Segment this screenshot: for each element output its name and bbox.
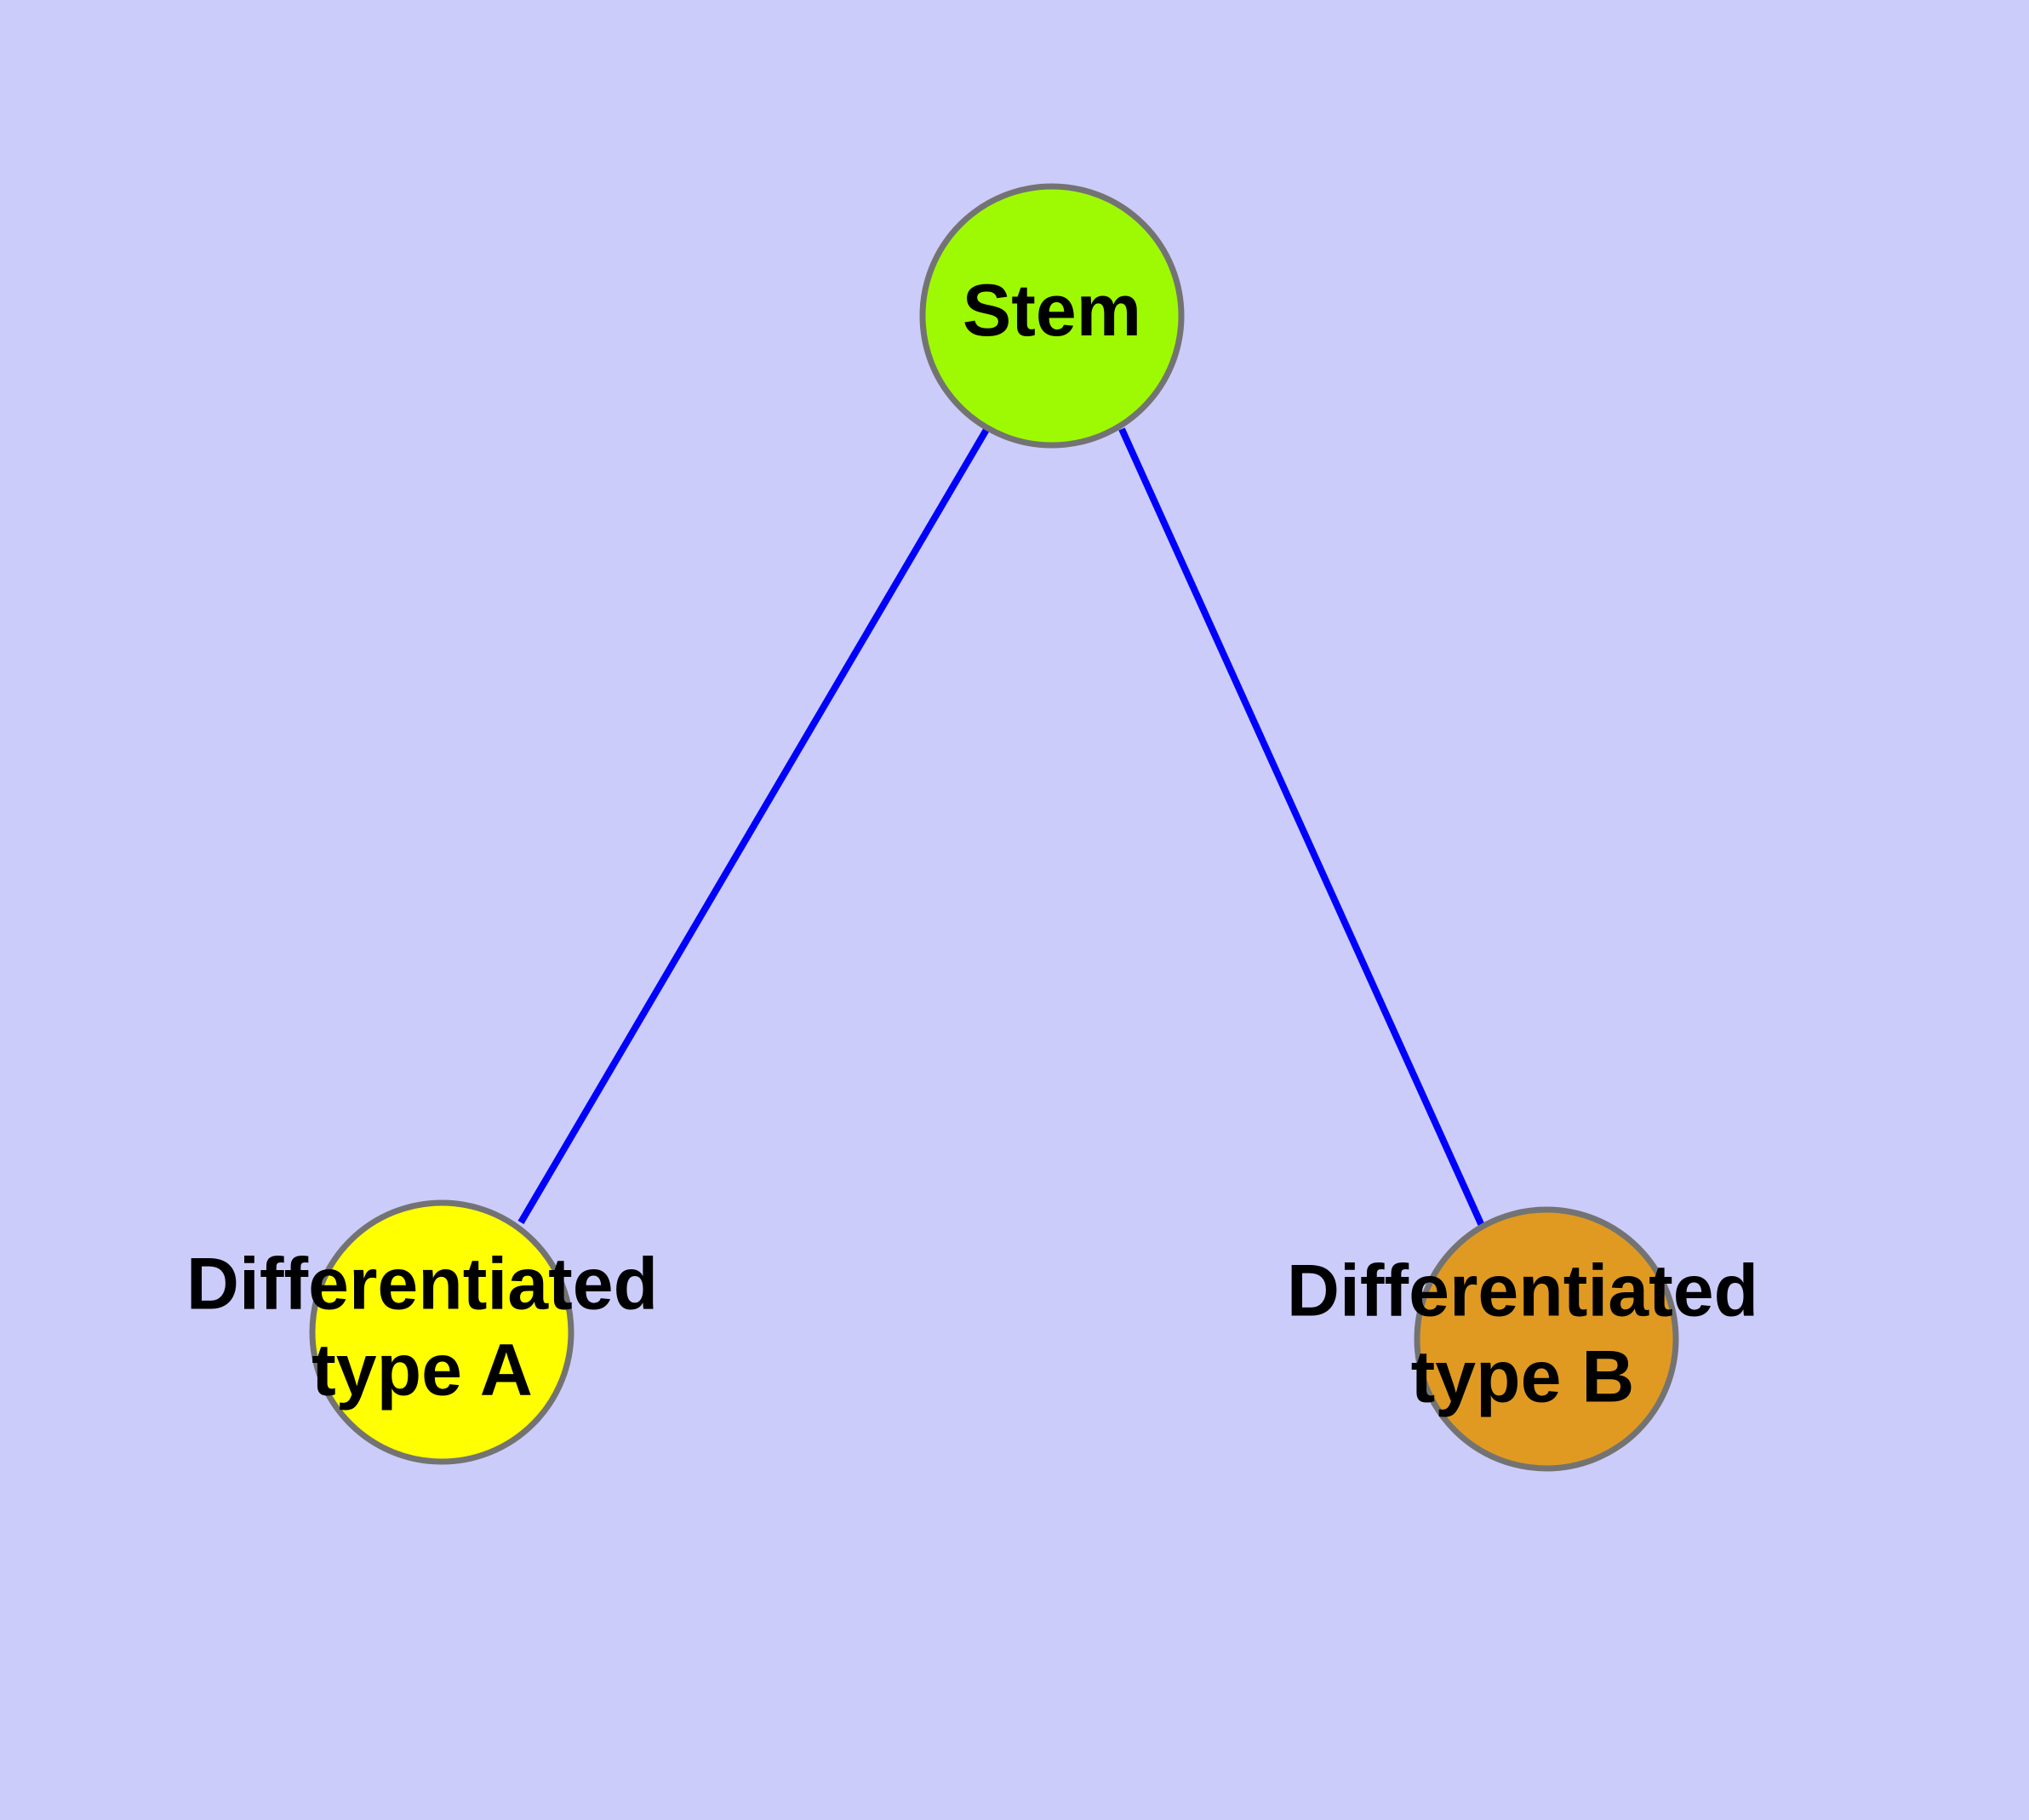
node-differentiated-type-b-circle[interactable] [1414, 1206, 1679, 1472]
edge-stem-to-differentiated-type-b[interactable] [1118, 427, 1486, 1229]
node-layer [309, 183, 1679, 1472]
node-stem-label: Stem [963, 270, 1141, 352]
node-stem-circle[interactable] [919, 183, 1185, 449]
edge-stem-to-differentiated-type-a[interactable] [517, 426, 991, 1225]
node-differentiated-type-a-circle[interactable] [309, 1199, 574, 1465]
edge-layer [517, 426, 1486, 1229]
